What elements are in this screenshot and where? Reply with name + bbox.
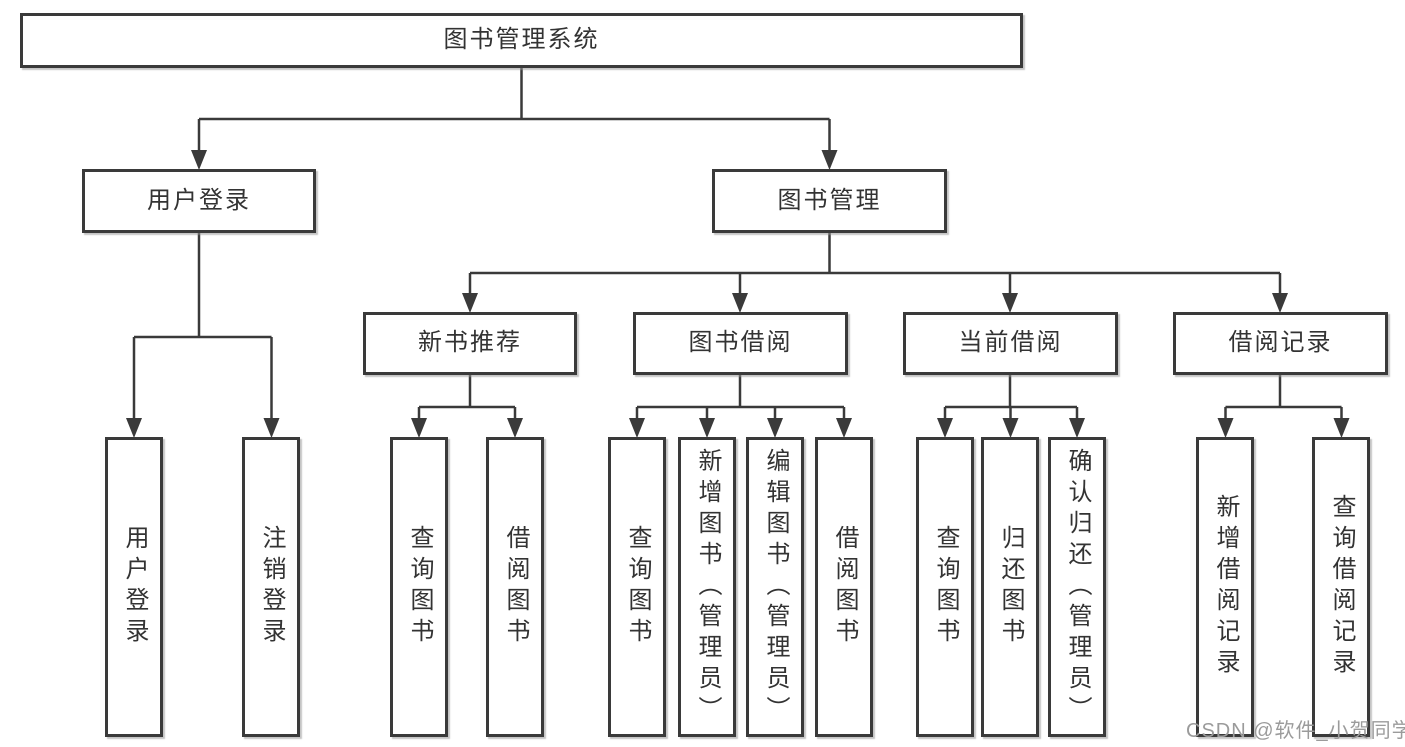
arrow-icon xyxy=(1002,293,1018,313)
leaf-query-books-1: 查询图书 xyxy=(390,437,448,737)
leaf-edit-books-admin: 编辑图书（管理员） xyxy=(746,437,804,737)
node-current-borrow: 当前借阅 xyxy=(903,312,1118,375)
connector-root-to-level2 xyxy=(197,67,831,153)
node-new-book-recommend: 新书推荐 xyxy=(363,312,577,375)
arrow-icon xyxy=(1002,418,1019,438)
node-library-system: 图书管理系统 xyxy=(20,13,1023,68)
leaf-add-books-admin: 新增图书（管理员） xyxy=(678,437,736,737)
connector-book-mgmt-sections xyxy=(468,233,1282,296)
leaf-borrow-books-1: 借阅图书 xyxy=(486,437,544,737)
arrow-icon xyxy=(1333,418,1350,438)
watermark: CSDN @软件_小贺同学 xyxy=(1186,720,1405,742)
arrow-icon xyxy=(732,293,748,313)
arrow-icon xyxy=(462,293,478,313)
node-book-borrow: 图书借阅 xyxy=(633,312,848,375)
arrow-icon xyxy=(191,150,207,170)
arrow-icon xyxy=(411,418,427,438)
connector-current-borrow-children xyxy=(943,375,1079,421)
leaf-query-books-3: 查询图书 xyxy=(916,437,974,737)
node-book-management: 图书管理 xyxy=(712,169,947,233)
connector-book-borrow-children xyxy=(635,375,846,421)
arrow-icon xyxy=(821,150,838,170)
arrow-icon xyxy=(1069,418,1085,438)
arrowheads xyxy=(126,150,1350,438)
connector-user-login-children xyxy=(132,233,273,421)
arrow-icon xyxy=(1272,293,1288,313)
leaf-borrow-books-2: 借阅图书 xyxy=(815,437,873,737)
node-borrow-records: 借阅记录 xyxy=(1173,312,1388,375)
connector-borrow-records-children xyxy=(1224,375,1343,421)
leaf-logout: 注销登录 xyxy=(242,437,300,737)
leaf-confirm-return-admin: 确认归还（管理员） xyxy=(1048,437,1106,737)
leaf-add-borrow-record: 新增借阅记录 xyxy=(1196,437,1254,737)
arrow-icon xyxy=(263,418,280,438)
leaf-return-books: 归还图书 xyxy=(981,437,1039,737)
arrow-icon xyxy=(767,418,783,438)
arrow-icon xyxy=(629,418,645,438)
leaf-user-login: 用户登录 xyxy=(105,437,163,737)
arrow-icon xyxy=(699,418,715,438)
arrow-icon xyxy=(836,418,852,438)
arrow-icon xyxy=(937,418,953,438)
node-user-login: 用户登录 xyxy=(82,169,316,233)
arrow-icon xyxy=(507,418,523,438)
arrow-icon xyxy=(1217,418,1234,438)
leaf-query-books-2: 查询图书 xyxy=(608,437,666,737)
leaf-query-borrow-record: 查询借阅记录 xyxy=(1312,437,1370,737)
connector-new-book-rec-children xyxy=(417,375,517,421)
arrow-icon xyxy=(126,418,142,438)
